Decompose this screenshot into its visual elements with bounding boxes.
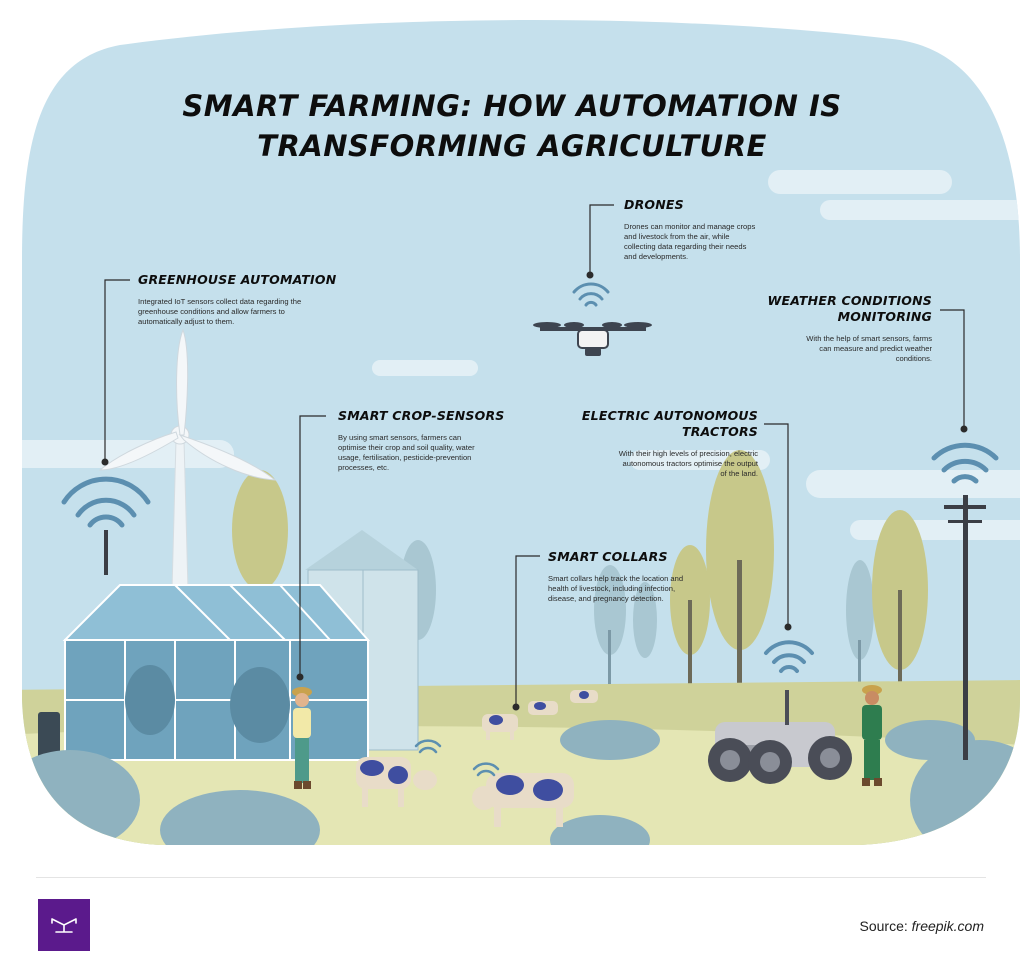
callout-body-line: usage, fertilisation, pesticide-preventi… bbox=[338, 453, 472, 462]
sensor-mast bbox=[104, 530, 108, 575]
cow-herd bbox=[356, 690, 598, 827]
brand-logo bbox=[38, 899, 90, 951]
greenhouse bbox=[62, 584, 371, 761]
wifi-signal-icon bbox=[764, 640, 814, 673]
callout-weather-monitoring: WEATHER CONDITIONS MONITORING With the h… bbox=[752, 293, 932, 364]
callout-heading: ELECTRIC AUTONOMOUS TRACTORS bbox=[568, 408, 758, 440]
callout-electric-autonomous-tractors: ELECTRIC AUTONOMOUS TRACTORS With their … bbox=[568, 408, 758, 479]
wifi-signal-icon bbox=[472, 762, 500, 777]
leader-dots bbox=[101, 271, 968, 711]
callout-heading-line: WEATHER CONDITIONS bbox=[767, 293, 932, 308]
callout-smart-crop-sensors: SMART CROP-SENSORS By using smart sensor… bbox=[338, 408, 538, 473]
callout-heading: DRONES bbox=[624, 197, 684, 212]
callout-heading-line: TRACTORS bbox=[682, 424, 758, 439]
wifi-signal-icon bbox=[61, 476, 151, 528]
callout-body: With their high levels of precision, ele… bbox=[568, 449, 758, 479]
callout-heading-line: MONITORING bbox=[837, 309, 932, 324]
callout-heading-line: ELECTRIC AUTONOMOUS bbox=[581, 408, 758, 423]
cow bbox=[482, 714, 518, 740]
callout-body: With the help of smart sensors, farms ca… bbox=[752, 334, 932, 364]
wind-turbine bbox=[98, 328, 277, 591]
callout-body-line: of the land. bbox=[720, 469, 758, 478]
callout-body-line: disease, and pregnancy detection. bbox=[548, 594, 664, 603]
callout-body-line: By using smart sensors, farmers can bbox=[338, 433, 462, 442]
source-label: Source: bbox=[859, 918, 908, 934]
drone bbox=[533, 322, 652, 356]
callout-body-line: automatically adjust to them. bbox=[138, 317, 235, 326]
cow bbox=[472, 773, 574, 827]
page-title-line-1: SMART FARMING: HOW AUTOMATION IS bbox=[182, 89, 842, 123]
cow bbox=[528, 701, 558, 715]
footer-divider bbox=[36, 877, 986, 878]
farmer-man bbox=[862, 685, 882, 786]
farmer-woman bbox=[292, 687, 312, 789]
background-trees bbox=[232, 450, 928, 730]
callout-greenhouse-automation: GREENHOUSE AUTOMATION Integrated IoT sen… bbox=[138, 272, 348, 327]
page-title-line-2: TRANSFORMING AGRICULTURE bbox=[257, 129, 767, 163]
autonomous-tractor bbox=[708, 690, 852, 784]
callout-body-line: With their high levels of precision, ele… bbox=[618, 449, 758, 458]
callout-heading: SMART CROP-SENSORS bbox=[338, 408, 505, 423]
callout-body-line: health of livestock, including infection… bbox=[548, 584, 676, 593]
utility-pole bbox=[944, 495, 986, 760]
cow bbox=[356, 757, 437, 807]
callout-body-line: processes, etc. bbox=[338, 463, 390, 472]
callout-smart-collars: SMART COLLARS Smart collars help track t… bbox=[548, 549, 728, 604]
callout-body: Drones can monitor and manage crops and … bbox=[624, 222, 794, 262]
callout-body-line: and livestock from the air, while bbox=[624, 232, 730, 241]
callout-body-line: autonomous tractors optimise the output bbox=[622, 459, 759, 468]
callout-body-line: Drones can monitor and manage crops bbox=[624, 222, 756, 231]
callout-body-line: collecting data regarding their needs bbox=[624, 242, 747, 251]
callout-heading: SMART COLLARS bbox=[548, 549, 668, 564]
callout-body: By using smart sensors, farmers can opti… bbox=[338, 433, 538, 473]
wifi-signal-icon bbox=[414, 739, 442, 754]
source-value: freepik.com bbox=[911, 918, 984, 934]
callout-body: Integrated IoT sensors collect data rega… bbox=[138, 297, 348, 327]
callout-body-line: greenhouse conditions and allow farmers … bbox=[138, 307, 285, 316]
callout-body-line: can measure and predict weather bbox=[819, 344, 932, 353]
callout-heading: GREENHOUSE AUTOMATION bbox=[138, 272, 337, 287]
callout-body-line: Integrated IoT sensors collect data rega… bbox=[138, 297, 302, 306]
wifi-signal-icon bbox=[931, 442, 999, 484]
wifi-signal-icon bbox=[572, 282, 610, 307]
callout-heading: WEATHER CONDITIONS MONITORING bbox=[752, 293, 932, 325]
callout-body-line: With the help of smart sensors, farms bbox=[806, 334, 932, 343]
source-credit: Source: freepik.com bbox=[860, 918, 985, 934]
bin bbox=[38, 712, 60, 760]
callout-drones: DRONES Drones can monitor and manage cro… bbox=[624, 197, 794, 262]
callout-body-line: and developments. bbox=[624, 252, 689, 261]
cow bbox=[570, 690, 598, 703]
callout-body-line: conditions. bbox=[895, 354, 932, 363]
callout-body-line: Smart collars help track the location an… bbox=[548, 574, 684, 583]
farm-scene-illustration bbox=[22, 20, 1020, 845]
callout-body: Smart collars help track the location an… bbox=[548, 574, 728, 604]
brand-logo-icon bbox=[51, 918, 77, 933]
leader-lines bbox=[104, 204, 965, 705]
callout-body-line: optimise their crop and soil quality, wa… bbox=[338, 443, 475, 452]
